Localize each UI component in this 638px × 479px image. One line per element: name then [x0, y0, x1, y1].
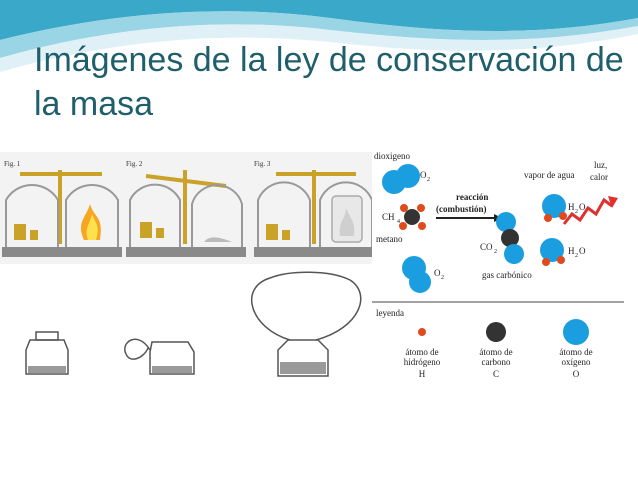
legend-hydrogen: átomo de hidrógeno H: [404, 328, 441, 379]
header-wave: [0, 0, 638, 72]
label-h2o-bottom-sub: 2: [575, 253, 578, 259]
label-dioxigeno: dioxigeno: [374, 151, 410, 161]
balance-with-flame-icon: [2, 170, 122, 257]
label-reaccion: reacción: [456, 192, 488, 202]
light-heat-wave-icon: [562, 196, 618, 225]
balance-sealed-jar-icon: [254, 170, 376, 257]
carbon-atom-icon: [486, 322, 506, 342]
figure-2-label: Fig. 2: [126, 160, 143, 168]
sealed-balloon-flask-icon: [251, 271, 362, 377]
figure-1-label: Fig. 1: [4, 160, 21, 168]
slide-title: Imágenes de la ley de conservación de la…: [34, 41, 624, 123]
label-h2o-top-o: O: [579, 202, 586, 212]
co2-molecule: [496, 212, 524, 264]
label-metano: metano: [376, 234, 403, 244]
reaction-diagram: dioxigeno O 2 CH 4 metano O 2 reacción (…: [372, 150, 624, 388]
figure-2: Fig. 2: [126, 160, 246, 257]
legend-hydrogen-line2: hidrógeno: [404, 357, 441, 367]
legend-hydrogen-symbol: H: [419, 369, 426, 379]
label-vapor-de-agua: vapor de agua: [524, 170, 574, 180]
o2-molecule-top: [382, 164, 420, 194]
label-combustion: (combustión): [436, 204, 487, 214]
label-co2: CO: [480, 242, 493, 252]
balances-illustration: Fig. 1 Fig. 2: [0, 152, 378, 264]
h2o-molecule-top: [542, 194, 567, 222]
legend-oxygen: átomo de oxígeno O: [559, 319, 593, 379]
legend-carbon-symbol: C: [493, 369, 499, 379]
label-gas-carbonico: gas carbónico: [482, 270, 532, 280]
legend-oxygen-symbol: O: [573, 369, 580, 379]
label-o2-top-sub: 2: [427, 177, 430, 183]
tilted-balance-icon: [126, 170, 246, 257]
label-h2o-top: H: [568, 202, 575, 212]
oxygen-atom-icon: [563, 319, 589, 345]
h2o-molecule-bottom: [540, 238, 565, 266]
legend-carbon-line1: átomo de: [479, 347, 512, 357]
flasks-illustration: [25, 271, 362, 377]
label-h2o-top-sub: 2: [575, 209, 578, 215]
label-co2-sub: 2: [494, 249, 497, 255]
label-calor: calor: [590, 172, 608, 182]
legend-carbon-line2: carbono: [482, 357, 511, 367]
label-h2o-bottom: H: [568, 246, 575, 256]
label-luz: luz,: [594, 160, 607, 170]
label-leyenda: leyenda: [376, 308, 404, 318]
label-ch4: CH: [382, 212, 395, 222]
label-o2-bottom: O: [434, 268, 441, 278]
legend-oxygen-line2: oxígeno: [562, 357, 591, 367]
legend-carbon: átomo de carbono C: [479, 322, 513, 379]
hydrogen-atom-icon: [418, 328, 426, 336]
figure-3-label: Fig. 3: [254, 160, 271, 168]
figure-1: Fig. 1: [2, 160, 122, 257]
label-ch4-sub: 4: [397, 219, 400, 225]
jar-with-tube-icon: [124, 338, 195, 375]
legend-oxygen-line1: átomo de: [559, 347, 592, 357]
label-o2-bottom-sub: 2: [441, 275, 444, 281]
legend-hydrogen-line1: átomo de: [405, 347, 438, 357]
ch4-molecule: [399, 204, 426, 230]
figure-3: Fig. 3: [254, 160, 376, 257]
label-o2-top: O: [420, 170, 427, 180]
open-jar-icon: [25, 331, 69, 375]
label-h2o-bottom-o: O: [579, 246, 586, 256]
o2-molecule-bottom: [402, 256, 431, 293]
